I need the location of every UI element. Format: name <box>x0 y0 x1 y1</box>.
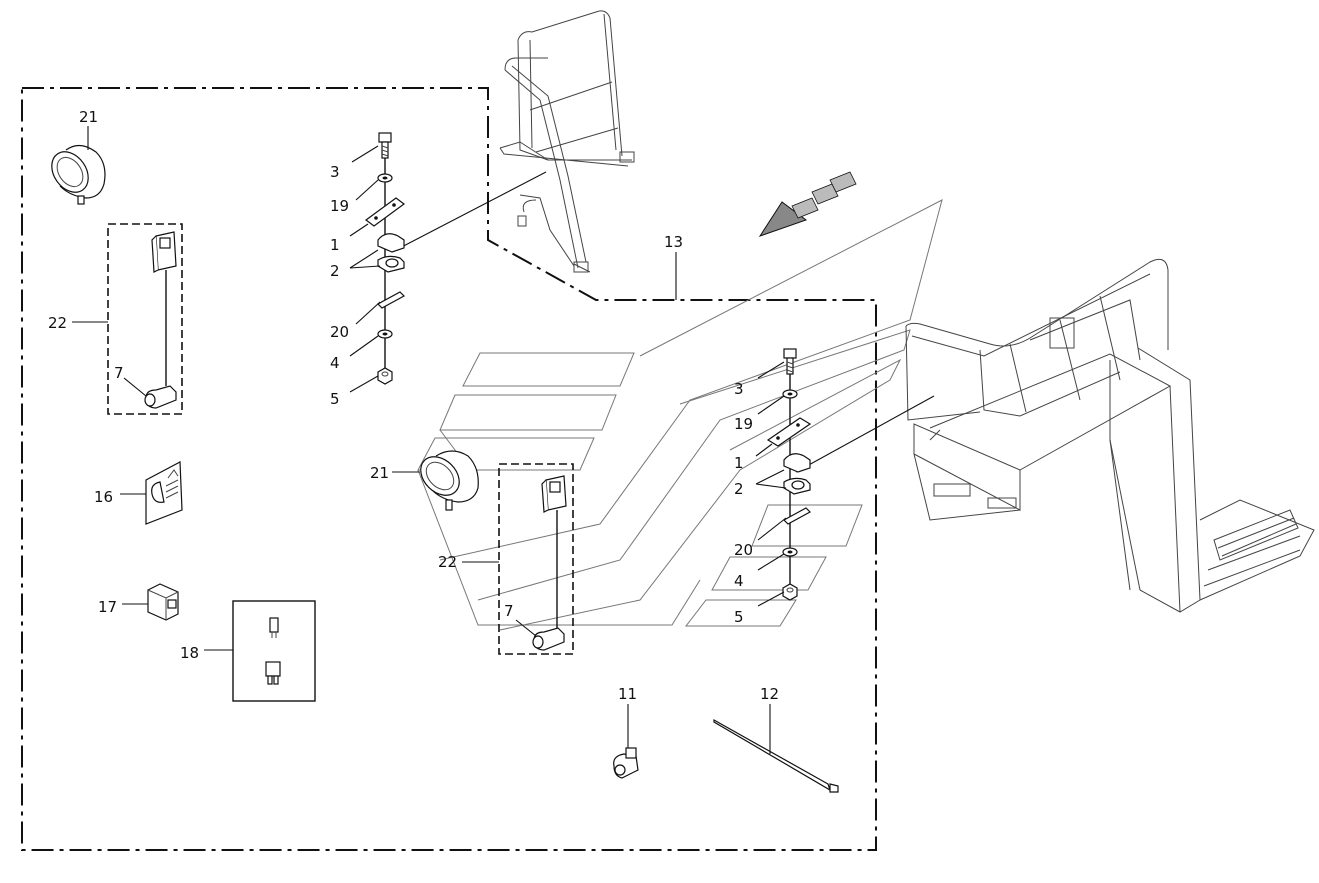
callout-7: 7 <box>114 364 124 382</box>
callout-20: 20 <box>330 323 349 341</box>
cable-clip-icon <box>613 704 639 779</box>
lamp-decal-icon <box>145 461 183 525</box>
clamp-half-icon <box>377 233 405 273</box>
callout-4: 4 <box>330 354 340 372</box>
fuse-group-box <box>232 600 316 702</box>
callout-2: 2 <box>330 262 340 280</box>
kit-boundary-outline <box>21 87 877 851</box>
rocker-switch-icon <box>151 231 177 386</box>
work-lamp-icon <box>51 126 106 205</box>
callout-19: 19 <box>734 415 753 433</box>
callout-3: 3 <box>734 380 744 398</box>
callout-21: 21 <box>79 108 98 126</box>
callout-21: 21 <box>370 464 389 482</box>
connector-icon <box>144 385 177 409</box>
callout-1: 1 <box>734 454 744 472</box>
connector-icon <box>532 627 565 651</box>
fuse-icon <box>269 617 279 638</box>
clamp-half-icon <box>783 453 811 495</box>
callout-5: 5 <box>330 390 340 408</box>
callout-13: 13 <box>664 233 683 251</box>
bolt-icon <box>783 348 797 375</box>
callout-11: 11 <box>618 685 637 703</box>
callout-22: 22 <box>438 553 457 571</box>
callout-18: 18 <box>180 644 199 662</box>
callout-7: 7 <box>504 602 514 620</box>
machine-background <box>391 10 1315 631</box>
harness-group-box <box>107 223 183 415</box>
platform-steps <box>417 199 943 631</box>
nut-icon <box>377 367 393 385</box>
fuse-icon <box>265 661 281 685</box>
bolt-icon <box>378 132 392 159</box>
direction-arrow-icon <box>758 171 857 237</box>
work-lamp-icon <box>420 450 479 511</box>
callout-16: 16 <box>94 488 113 506</box>
callouts-right: 13 3 19 1 2 20 4 5 21 22 7 11 12 <box>370 233 779 703</box>
callouts-left: 21 3 19 1 2 20 4 5 22 7 16 17 18 <box>48 108 349 662</box>
callout-12: 12 <box>760 685 779 703</box>
upper-handrail <box>499 10 635 273</box>
nut-icon <box>782 583 798 601</box>
relay-icon <box>147 583 179 621</box>
callout-1: 1 <box>330 236 340 254</box>
callout-2: 2 <box>734 480 744 498</box>
rocker-switch-icon <box>541 475 567 628</box>
callout-22: 22 <box>48 314 67 332</box>
harness-group-box <box>498 463 574 655</box>
right-mount-assembly <box>755 348 812 607</box>
plate-icon <box>377 291 405 309</box>
callout-19: 19 <box>330 197 349 215</box>
callout-4: 4 <box>734 572 744 590</box>
callout-3: 3 <box>330 163 340 181</box>
plate-icon <box>783 507 811 525</box>
callout-20: 20 <box>734 541 753 559</box>
left-mount-assembly <box>349 132 406 393</box>
right-platform-frame <box>905 258 1315 613</box>
callout-17: 17 <box>98 598 117 616</box>
cable-tie-icon <box>713 704 839 793</box>
callout-5: 5 <box>734 608 744 626</box>
